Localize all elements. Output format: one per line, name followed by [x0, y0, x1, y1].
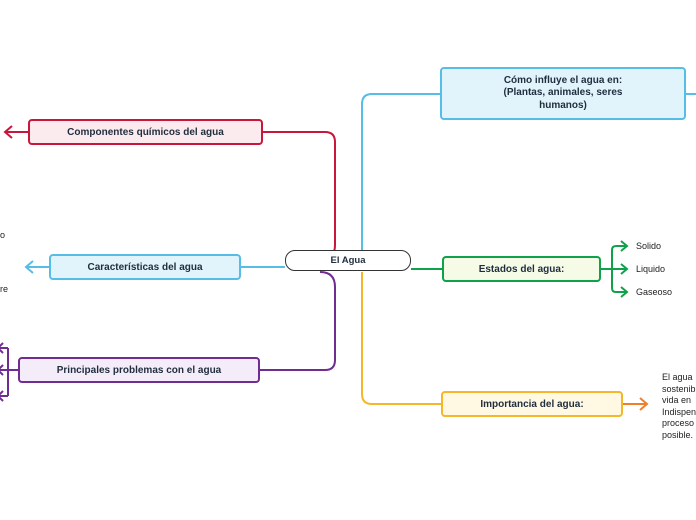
topic-influence[interactable]: Cómo influye el agua en: (Plantas, anima… — [440, 67, 686, 120]
state-gas[interactable]: Gaseoso — [636, 287, 673, 297]
arrow-right-icon — [639, 397, 649, 411]
arrow-right-icon — [620, 240, 629, 298]
central-topic-label: El Agua — [330, 255, 366, 266]
topic-states[interactable]: Estados del agua: — [442, 256, 601, 282]
topic-characteristics-label: Características del agua — [87, 261, 203, 273]
topic-importance-label: Importancia del agua: — [480, 398, 584, 410]
state-liquid[interactable]: Liquido — [636, 264, 666, 274]
topic-problems-label: Principales problemas con el agua — [56, 364, 222, 376]
topic-states-label: Estados del agua: — [478, 263, 565, 275]
importance-line: El agua — [662, 372, 693, 382]
topic-influence-label: Cómo influye el agua en: (Plantas, anima… — [503, 74, 623, 111]
importance-line: posible. — [662, 429, 694, 440]
topic-chemical-label: Componentes químicos del agua — [67, 126, 224, 138]
arrow-left-icon — [24, 260, 34, 274]
importance-text[interactable]: El agua sostenib vida en Indispen proces… — [662, 372, 696, 441]
topic-chemical-components[interactable]: Componentes químicos del agua — [28, 119, 263, 145]
offscreen-text-fragment: re — [0, 284, 9, 294]
arrow-left-icon — [0, 342, 4, 402]
offscreen-text-fragment: o — [0, 230, 6, 240]
topic-importance[interactable]: Importancia del agua: — [441, 391, 623, 417]
arrow-left-icon — [3, 125, 13, 139]
central-topic[interactable]: El Agua — [285, 250, 411, 271]
importance-line: sostenib — [662, 383, 696, 394]
importance-line: Indispen — [662, 406, 696, 417]
topic-characteristics[interactable]: Características del agua — [49, 254, 241, 280]
importance-line: vida en — [662, 395, 692, 405]
topic-problems[interactable]: Principales problemas con el agua — [18, 357, 260, 383]
state-solid[interactable]: Solido — [636, 241, 662, 251]
importance-line: proceso — [662, 418, 695, 428]
